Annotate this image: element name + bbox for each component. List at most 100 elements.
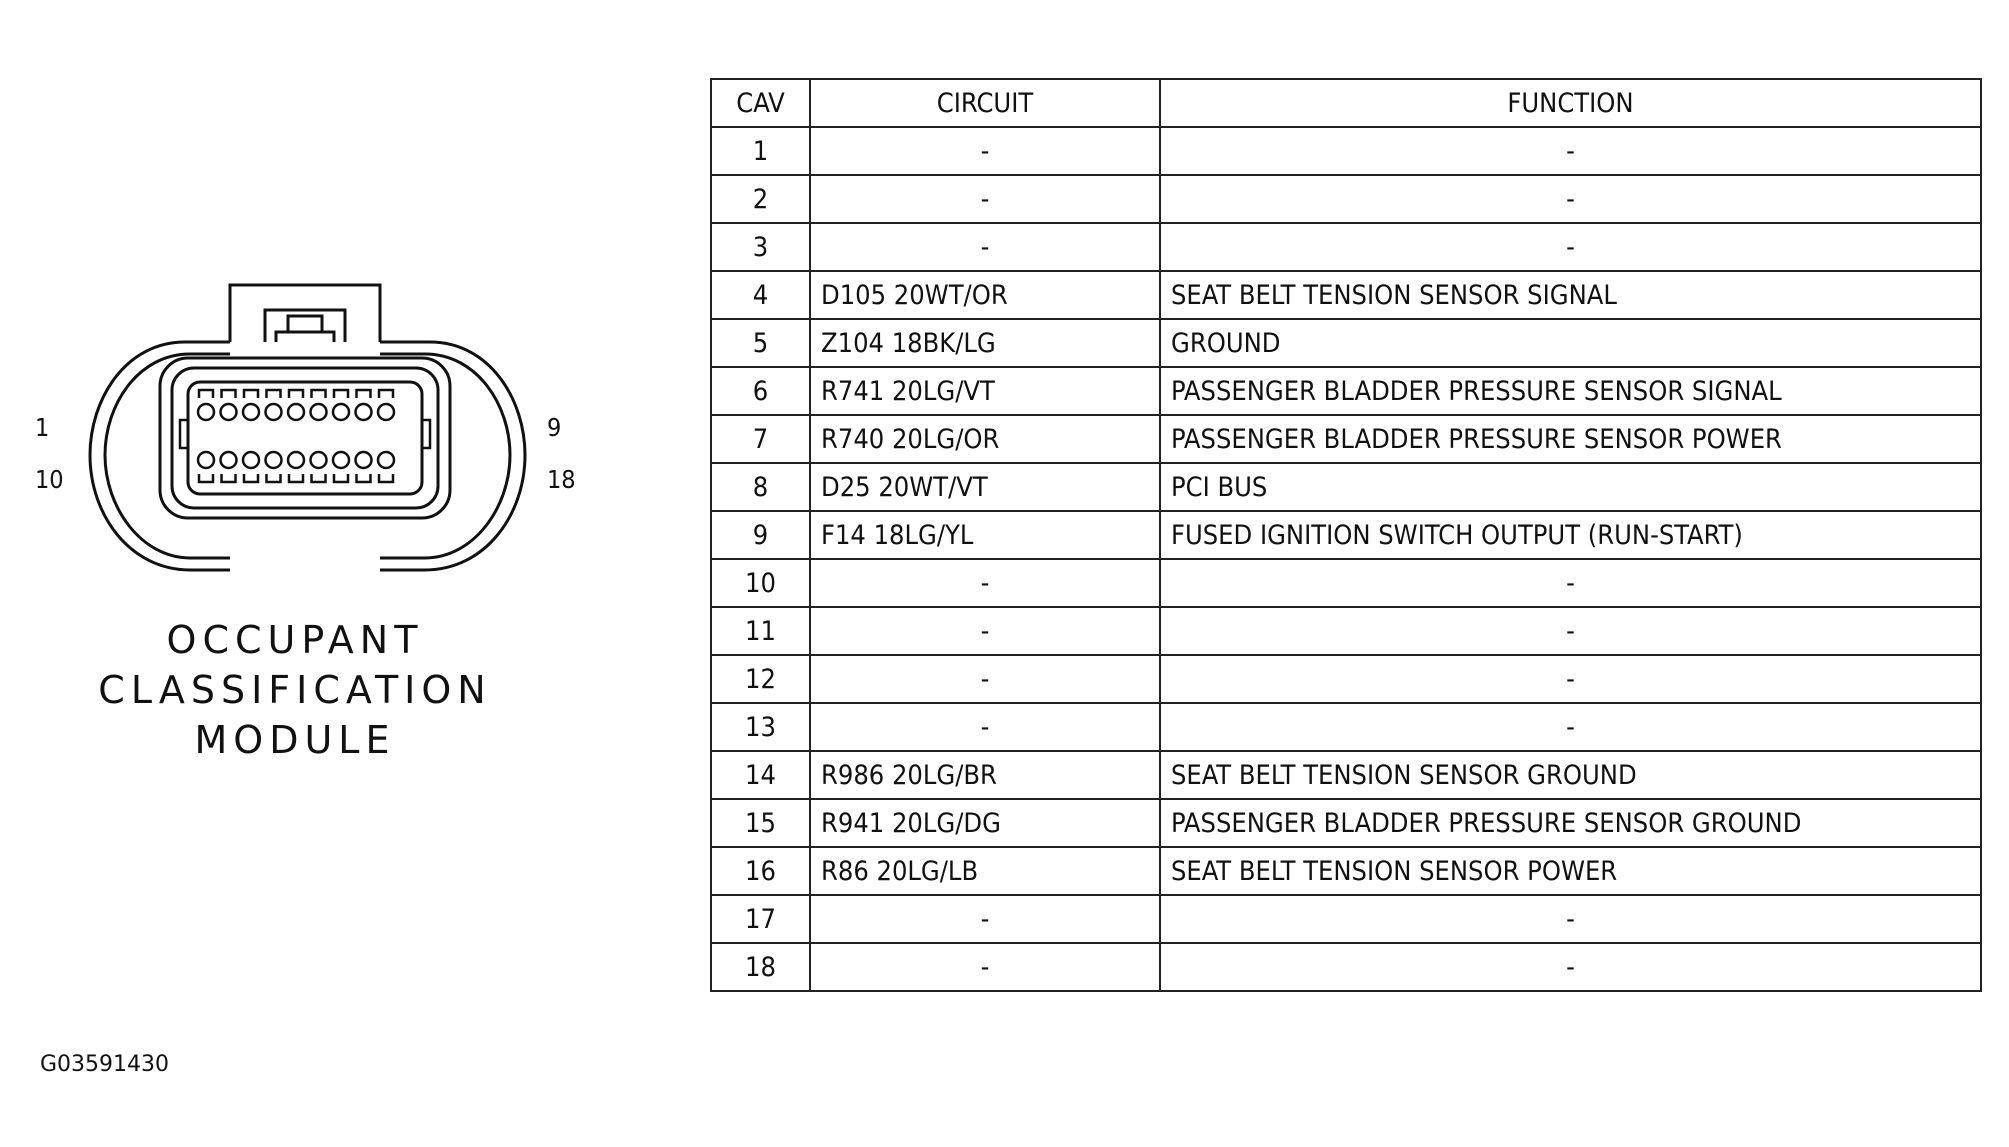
pin-cavity-bottom: [286, 450, 306, 470]
circuit-cell: -: [809, 174, 1161, 224]
cav-cell: 14: [710, 750, 811, 800]
pin-tooth-bottom: [355, 474, 372, 484]
circuit-cell: -: [809, 894, 1161, 944]
pin-cavity-top: [264, 402, 283, 422]
pin-cavity-top: [219, 402, 238, 422]
function-cell: -: [1159, 174, 1982, 224]
pin-tooth-top: [242, 388, 260, 398]
cav-cell: 17: [710, 894, 811, 944]
pin-tooth-top: [377, 388, 395, 398]
function-cell: PASSENGER BLADDER PRESSURE SENSOR SIGNAL: [1159, 366, 1982, 416]
pin-tooth-top: [355, 388, 372, 398]
function-cell: GROUND: [1159, 318, 1982, 368]
cav-cell: 11: [710, 606, 811, 656]
table-header-row: CAV CIRCUIT FUNCTION: [710, 78, 1982, 128]
pin-tooth-top: [332, 388, 350, 398]
cav-cell: 2: [710, 174, 811, 224]
pin-cavity-bottom: [196, 450, 216, 470]
pin-label-top-left: 1: [35, 413, 50, 442]
module-name-line-2: CLASSIFICATION: [98, 668, 492, 712]
function-cell: -: [1159, 894, 1982, 944]
circuit-cell: -: [809, 606, 1161, 656]
module-name-line-3: MODULE: [194, 718, 396, 762]
pin-label-bottom-left: 10: [35, 465, 64, 494]
circuit-cell: R86 20LG/LB: [809, 846, 1161, 896]
circuit-cell: D105 20WT/OR: [809, 270, 1161, 320]
table-row: 2--: [710, 174, 1982, 224]
function-cell: -: [1159, 558, 1982, 608]
function-cell: PASSENGER BLADDER PRESSURE SENSOR GROUND: [1159, 798, 1982, 848]
pin-cavity-bottom: [264, 450, 283, 470]
function-cell: SEAT BELT TENSION SENSOR SIGNAL: [1159, 270, 1982, 320]
pin-tooth-bottom: [310, 474, 327, 484]
cav-cell: 6: [710, 366, 811, 416]
pin-cavity-bottom: [376, 450, 396, 470]
circuit-cell: R741 20LG/VT: [809, 366, 1161, 416]
cav-cell: 12: [710, 654, 811, 704]
cav-cell: 4: [710, 270, 811, 320]
pin-tooth-top: [265, 388, 282, 398]
circuit-cell: R740 20LG/OR: [809, 414, 1161, 464]
function-cell: SEAT BELT TENSION SENSOR POWER: [1159, 846, 1982, 896]
pin-tooth-top: [220, 388, 237, 398]
cav-cell: 1: [710, 126, 811, 176]
pin-cavity-bottom: [331, 450, 351, 470]
cav-cell: 7: [710, 414, 811, 464]
cav-cell: 8: [710, 462, 811, 512]
table-row: 17--: [710, 894, 1982, 944]
pin-cavity-top: [331, 402, 351, 422]
connector-face-drawing: [88, 283, 527, 572]
table-row: 10--: [710, 558, 1982, 608]
pin-tooth-bottom: [332, 474, 350, 484]
pin-cavity-bottom: [309, 450, 328, 470]
pin-cavity-top: [241, 402, 261, 422]
cav-cell: 5: [710, 318, 811, 368]
circuit-cell: F14 18LG/YL: [809, 510, 1161, 560]
function-cell: -: [1159, 942, 1982, 992]
function-cell: SEAT BELT TENSION SENSOR GROUND: [1159, 750, 1982, 800]
pin-tooth-bottom: [377, 474, 395, 484]
pin-tooth-bottom: [265, 474, 282, 484]
circuit-cell: R986 20LG/BR: [809, 750, 1161, 800]
function-cell: -: [1159, 222, 1982, 272]
function-cell: FUSED IGNITION SWITCH OUTPUT (RUN-START): [1159, 510, 1982, 560]
circuit-cell: -: [809, 702, 1161, 752]
header-function: FUNCTION: [1159, 78, 1982, 128]
pin-tooth-top: [310, 388, 327, 398]
function-cell: PASSENGER BLADDER PRESSURE SENSOR POWER: [1159, 414, 1982, 464]
pin-cavity-top: [354, 402, 373, 422]
pin-cavity-top: [376, 402, 396, 422]
pin-cavity-top: [196, 402, 216, 422]
table-row: 3--: [710, 222, 1982, 272]
header-cav: CAV: [710, 78, 811, 128]
cav-cell: 13: [710, 702, 811, 752]
pin-cavity-top: [286, 402, 306, 422]
function-cell: -: [1159, 654, 1982, 704]
cav-cell: 3: [710, 222, 811, 272]
pin-label-top-right: 9: [547, 413, 562, 442]
cav-cell: 18: [710, 942, 811, 992]
pin-tooth-top: [287, 388, 305, 398]
table-row: 1--: [710, 126, 1982, 176]
pin-tooth-bottom: [197, 474, 215, 484]
cav-cell: 10: [710, 558, 811, 608]
module-name-line-1: OCCUPANT: [166, 618, 424, 662]
cav-cell: 16: [710, 846, 811, 896]
pin-cavity-bottom: [354, 450, 373, 470]
pin-cavity-bottom: [241, 450, 261, 470]
table-row: 11--: [710, 606, 1982, 656]
cav-cell: 9: [710, 510, 811, 560]
circuit-cell: Z104 18BK/LG: [809, 318, 1161, 368]
pin-tooth-bottom: [220, 474, 237, 484]
pin-cavity-rows: [196, 388, 396, 484]
function-cell: -: [1159, 606, 1982, 656]
